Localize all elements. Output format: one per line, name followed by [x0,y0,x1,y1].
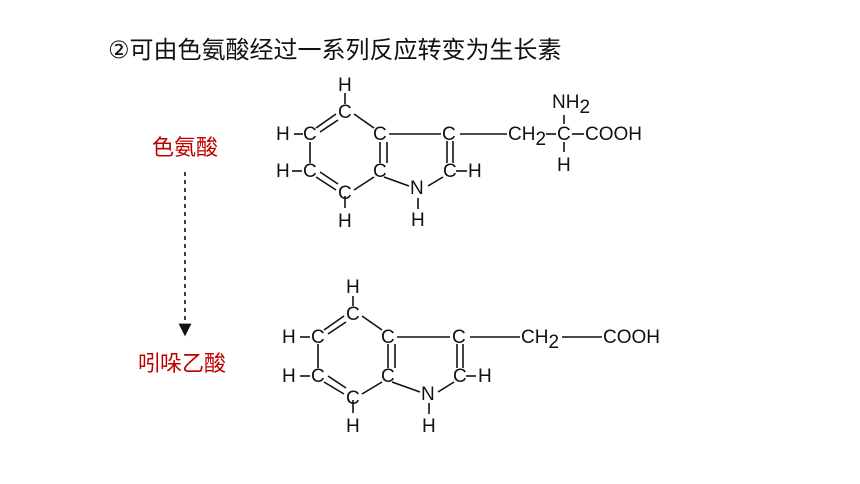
atom-h: H [282,366,296,387]
atom-c: C [311,366,325,387]
group-nh2: NH2 [552,92,590,118]
atom-c: C [381,327,395,348]
atom-c: C [346,304,360,325]
atom-n: N [410,178,424,199]
atom-c: C [453,366,467,387]
atom-h: H [478,366,492,387]
atom-c: C [303,161,317,182]
atom-c: C [443,161,457,182]
atom-c: C [373,124,387,145]
atom-c: C [381,366,395,387]
atom-c: C [442,124,456,145]
atom-c: C [346,388,360,409]
atom-c: C [557,124,571,145]
atom-h: H [411,210,425,231]
atom-h: H [346,416,360,437]
atom-c: C [311,327,325,348]
page-title: ②可由色氨酸经过一系列反应转变为生长素 [108,36,562,64]
atom-c: C [338,183,352,204]
atom-h: H [422,416,436,437]
atom-c: C [303,124,317,145]
atom-h: H [557,155,571,176]
group-ch2: CH2 [508,124,546,150]
atom-h: H [282,327,296,348]
atom-h: H [346,277,360,298]
indoleacetic-acid-structure: H C H C C C H C C C H N C H H CH2 COOH [282,277,660,437]
atom-h: H [276,161,290,182]
tryptophan-structure: H C H C C C H C C C H N C H H CH2 NH2 C … [276,75,642,232]
indoleacetic-acid-label: 吲哚乙酸 [138,352,227,377]
atom-h: H [338,75,352,96]
atom-c: C [373,161,387,182]
atom-h: H [338,211,352,232]
tryptophan-label: 色氨酸 [152,136,219,161]
atom-h: H [276,124,290,145]
atom-n: N [421,384,435,405]
group-cooh: COOH [603,327,660,348]
atom-c: C [452,327,466,348]
atom-c: C [338,102,352,123]
group-cooh: COOH [585,124,642,145]
group-ch2: CH2 [521,327,559,353]
atom-h: H [468,161,482,182]
